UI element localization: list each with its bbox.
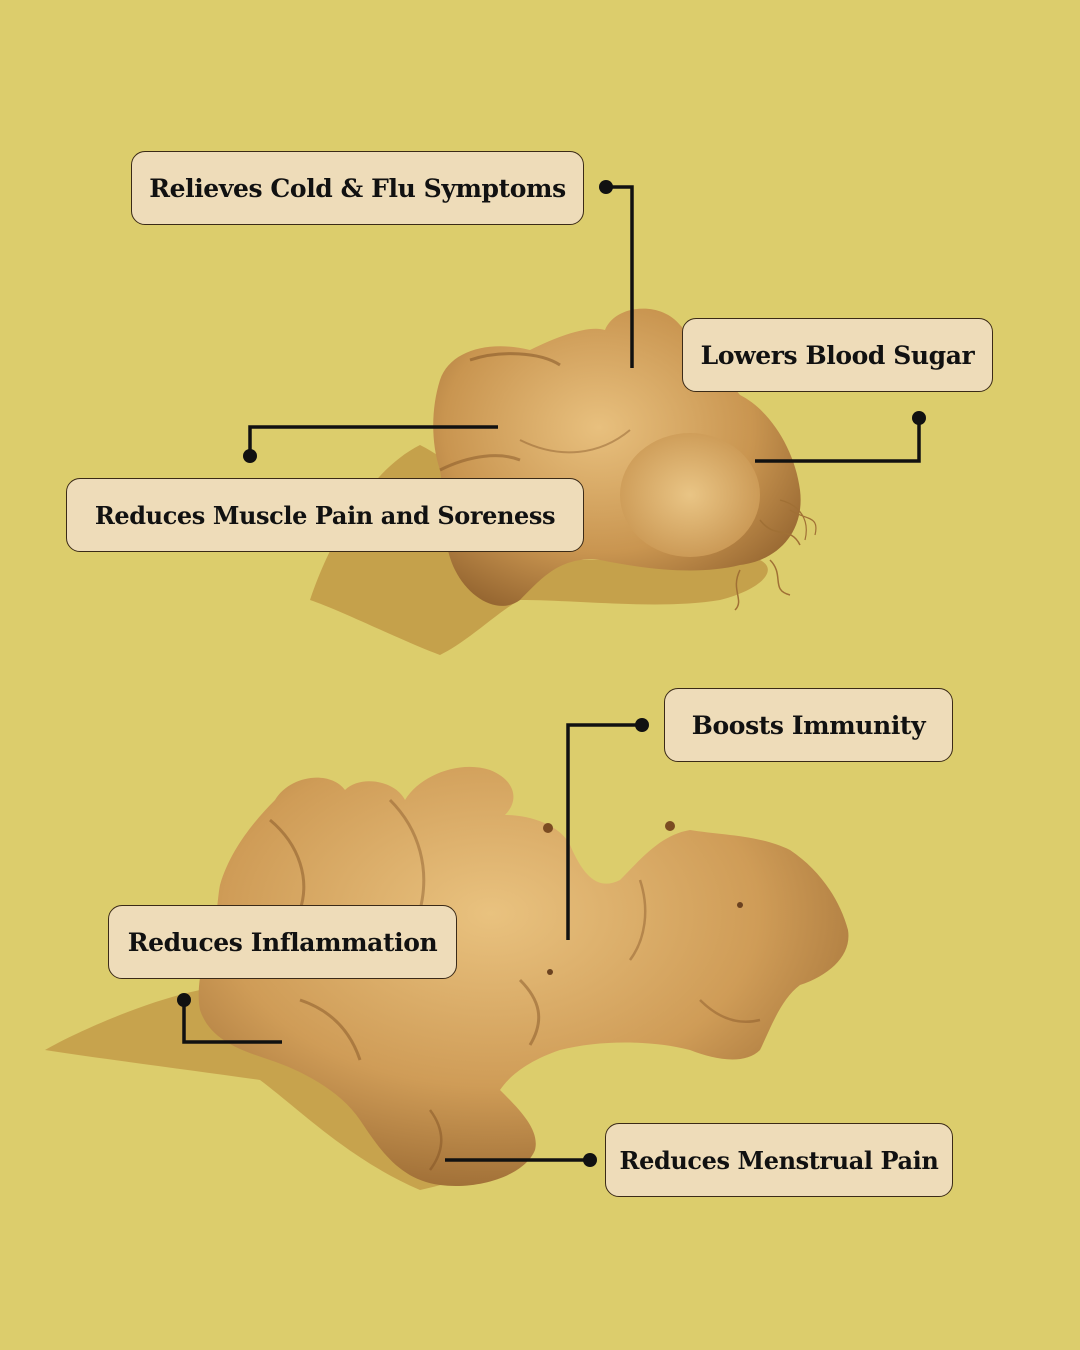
bottom-ginger [198,766,849,1186]
connector-muscle-pain [248,425,498,456]
benefit-label-cold-flu: Relieves Cold & Flu Symptoms [131,151,584,225]
connector-cold-flu [608,185,634,368]
connector-inflammation [182,1000,282,1044]
benefit-label-menstrual-pain: Reduces Menstrual Pain [605,1123,953,1197]
benefit-label-immunity: Boosts Immunity [664,688,953,762]
benefit-label-inflammation: Reduces Inflammation [108,905,457,979]
dot-muscle-pain [243,449,257,463]
dot-menstrual-pain [583,1153,597,1167]
connector-immunity [566,723,642,940]
connectors [182,185,921,1162]
dot-inflammation [177,993,191,1007]
connector-blood-sugar [755,418,921,463]
dot-immunity [635,718,649,732]
benefit-label-muscle-pain: Reduces Muscle Pain and Soreness [66,478,584,552]
benefit-label-blood-sugar: Lowers Blood Sugar [682,318,993,392]
dot-cold-flu [599,180,613,194]
connector-dots [177,180,926,1167]
dot-blood-sugar [912,411,926,425]
